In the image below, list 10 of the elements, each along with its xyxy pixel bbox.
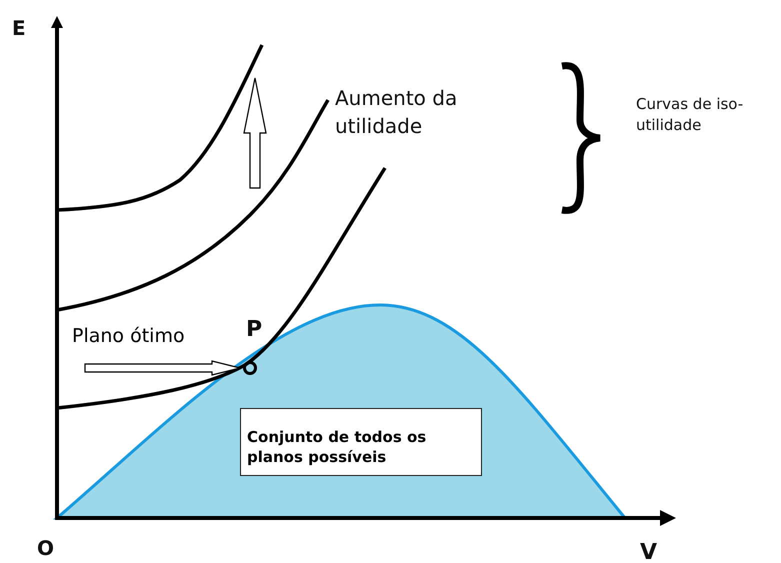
axis-label: O [37, 535, 54, 562]
arrow [84, 360, 241, 376]
axis-label: E [12, 15, 26, 42]
point-label: P [246, 317, 262, 342]
text-box: Conjunto de todos os planos possíveis [240, 408, 482, 476]
annotation-text: Curvas de iso-utilidade [636, 94, 744, 136]
annotation-text: Plano ótimo [72, 325, 232, 353]
annotation-text: Aumento da utilidade [335, 85, 458, 140]
optimal-point [243, 361, 257, 375]
axis-label: V [640, 539, 658, 563]
